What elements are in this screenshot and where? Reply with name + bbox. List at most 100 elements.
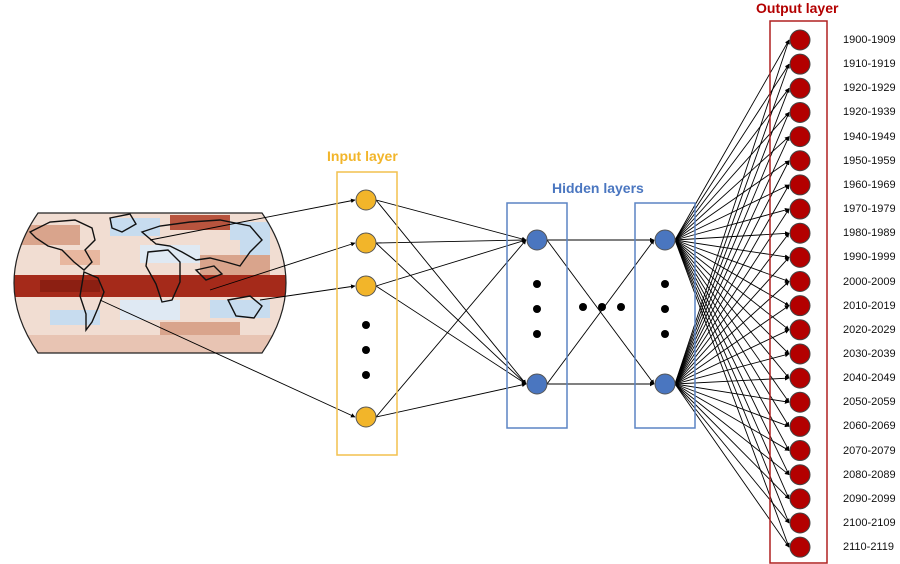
output-label: 2010-2019 — [843, 299, 896, 312]
hidden-to-output-line — [674, 87, 790, 241]
hidden-node — [654, 229, 676, 251]
hidden-to-output-line — [674, 239, 790, 524]
ellipsis-dot — [661, 305, 669, 313]
input-node — [355, 232, 377, 254]
input-to-hidden-line — [375, 239, 527, 418]
ellipsis-dot — [533, 305, 541, 313]
map-to-input-line — [99, 299, 356, 418]
hidden-to-output-line — [674, 112, 790, 241]
ellipsis-dot — [362, 346, 370, 354]
output-label: 1970-1979 — [843, 203, 896, 216]
output-node — [789, 53, 811, 75]
ellipsis-dot — [617, 303, 625, 311]
hidden-to-output-line — [674, 160, 790, 241]
input-nodes — [355, 189, 377, 428]
output-node — [789, 488, 811, 510]
input-node — [355, 275, 377, 297]
output-label: 1950-1959 — [843, 154, 896, 167]
input-node — [355, 189, 377, 211]
output-label: 1990-1999 — [843, 251, 896, 264]
output-node — [789, 343, 811, 365]
input-to-hidden-connections — [375, 199, 527, 418]
input-layer-box — [336, 171, 398, 456]
output-node — [789, 512, 811, 534]
input-to-hidden-line — [375, 285, 527, 385]
hidden-to-output-line — [674, 239, 790, 500]
hidden-node — [654, 373, 676, 395]
output-label: 2040-2049 — [843, 372, 896, 385]
input-to-hidden-line — [375, 199, 527, 242]
ellipsis-dot — [579, 303, 587, 311]
ellipsis-dot — [661, 280, 669, 288]
hidden-to-hidden-connections — [546, 237, 655, 387]
hidden-layers-title: Hidden layers — [552, 180, 644, 196]
output-node — [789, 150, 811, 172]
map-to-input-line — [259, 284, 356, 301]
output-label: 1980-1989 — [843, 227, 896, 240]
input-layer-title: Input layer — [327, 148, 398, 164]
output-node — [789, 29, 811, 51]
hidden-node — [526, 373, 548, 395]
output-label: 1960-1969 — [843, 178, 896, 191]
output-label: 2060-2069 — [843, 420, 896, 433]
output-node — [789, 440, 811, 462]
ellipsis-dot — [362, 371, 370, 379]
output-node — [789, 222, 811, 244]
output-node — [789, 464, 811, 486]
output-label: 1920-1939 — [843, 106, 896, 119]
input-to-hidden-line — [375, 237, 527, 244]
output-node — [789, 198, 811, 220]
hidden-layer-2-box — [634, 202, 696, 429]
output-node — [789, 367, 811, 389]
output-node — [789, 246, 811, 268]
input-to-hidden-line — [375, 382, 527, 418]
ellipsis-dot — [661, 330, 669, 338]
output-label: 1900-1909 — [843, 34, 896, 46]
input-to-hidden-line — [375, 239, 527, 287]
hidden-layer-1-box — [506, 202, 568, 429]
output-label: 2070-2079 — [843, 444, 896, 457]
output-node — [789, 319, 811, 341]
output-label: 2000-2009 — [843, 275, 896, 288]
output-node — [789, 536, 811, 558]
output-node — [789, 295, 811, 317]
output-label: 1910-1919 — [843, 58, 896, 71]
output-node — [789, 415, 811, 437]
output-label: 2030-2039 — [843, 347, 896, 360]
output-label: 1940-1949 — [843, 130, 896, 143]
map-to-input-line — [209, 242, 356, 291]
output-label: 2100-2109 — [843, 517, 896, 529]
output-layer-box — [769, 20, 828, 564]
ellipsis-dot — [598, 303, 606, 311]
output-node — [789, 391, 811, 413]
output-layer-title: Output layer — [756, 0, 839, 16]
output-node — [789, 101, 811, 123]
hidden-nodes — [526, 229, 676, 395]
input-node — [355, 406, 377, 428]
hidden-to-output-line — [674, 184, 790, 241]
output-label: 2110-2119 — [843, 541, 894, 554]
hidden-to-hidden-line — [546, 239, 655, 385]
input-to-hidden-line — [375, 242, 527, 385]
ellipsis-dot — [362, 321, 370, 329]
map-to-input-connections — [99, 198, 356, 418]
output-node — [789, 271, 811, 292]
output-node — [789, 174, 811, 196]
hidden-to-output-line — [674, 239, 790, 259]
hidden-to-output-connections — [674, 39, 790, 548]
hidden-to-output-line — [674, 39, 790, 241]
output-label: 2080-2089 — [843, 468, 896, 481]
output-label: 2090-2099 — [843, 492, 896, 505]
world-temperature-map — [13, 212, 287, 354]
output-node — [789, 126, 811, 148]
output-nodes — [789, 29, 811, 558]
input-to-hidden-line — [375, 199, 527, 385]
hidden-to-output-line — [674, 239, 790, 403]
output-label: 2050-2059 — [843, 396, 896, 409]
output-label: 2020-2029 — [843, 323, 896, 336]
output-label: 1920-1929 — [843, 82, 896, 95]
ellipsis-dot — [533, 330, 541, 338]
ellipsis-dot — [533, 280, 541, 288]
output-node — [789, 77, 811, 99]
